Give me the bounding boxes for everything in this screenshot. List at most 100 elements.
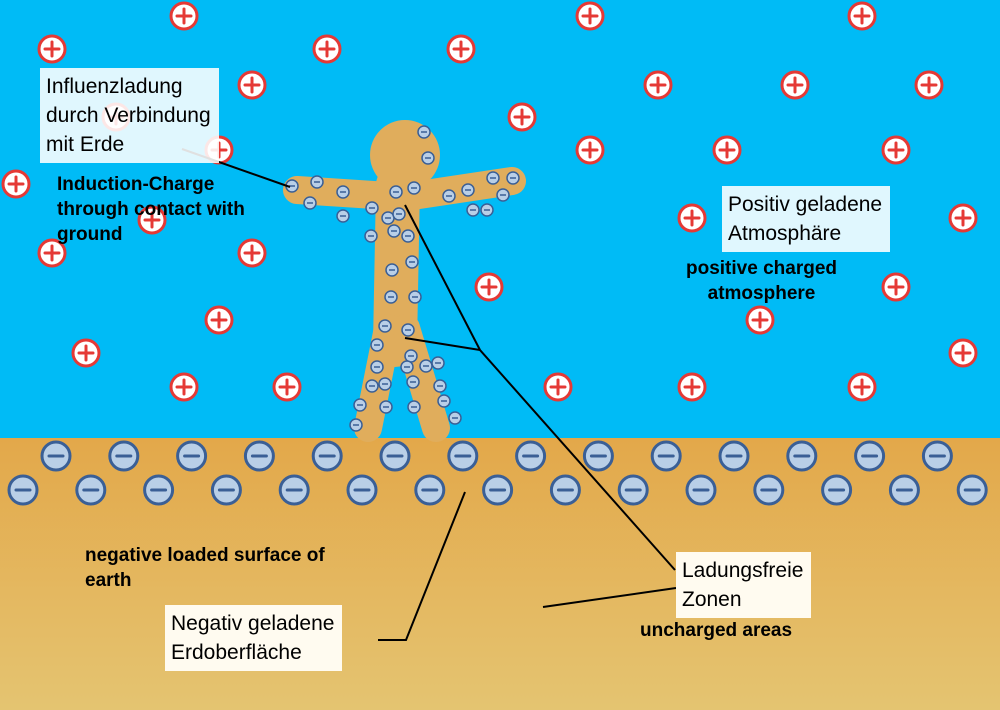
minus-charge-icon [486, 171, 500, 185]
body-negative-charges [285, 125, 520, 432]
plus-charge-icon [881, 272, 911, 302]
plus-charge-icon [272, 372, 302, 402]
minus-charge-icon [448, 411, 462, 425]
minus-charge-icon [549, 474, 581, 506]
minus-charge-icon [401, 323, 415, 337]
plus-charge-icon [137, 205, 167, 235]
minus-charge-icon [447, 440, 479, 472]
plus-charge-icon [575, 1, 605, 31]
ground-negative-charges [7, 440, 988, 506]
minus-charge-icon [921, 440, 953, 472]
minus-charge-icon [414, 474, 446, 506]
minus-charge-icon [210, 474, 242, 506]
label-positive-charged-atmosphere: positive charged atmosphere [686, 258, 837, 304]
pointer-line [542, 587, 677, 608]
plus-charge-icon [643, 70, 673, 100]
minus-charge-icon [389, 185, 403, 199]
plus-charge-icon [71, 338, 101, 368]
minus-charge-icon [365, 379, 379, 393]
minus-charge-icon [417, 125, 431, 139]
minus-charge-icon [854, 440, 886, 472]
plus-charge-icon [712, 135, 742, 165]
plus-charge-icon [312, 34, 342, 64]
minus-charge-icon [378, 319, 392, 333]
plus-charge-icon [237, 70, 267, 100]
minus-charge-icon [385, 263, 399, 277]
plus-charge-icon [37, 34, 67, 64]
minus-charge-icon [387, 224, 401, 238]
minus-charge-icon [364, 229, 378, 243]
minus-charge-icon [482, 474, 514, 506]
plus-charge-icon [446, 34, 476, 64]
minus-charge-icon [311, 440, 343, 472]
minus-charge-icon [370, 338, 384, 352]
minus-charge-icon [786, 440, 818, 472]
minus-charge-icon [176, 440, 208, 472]
label-negativ-geladene-erdoberflaeche: Negativ geladene Erdoberfläche [165, 605, 343, 671]
minus-charge-icon [379, 400, 393, 414]
minus-charge-icon [378, 377, 392, 391]
plus-charge-icon [1, 169, 31, 199]
minus-charge-icon [381, 211, 395, 225]
minus-charge-icon [515, 440, 547, 472]
plus-charge-icon [847, 372, 877, 402]
minus-charge-icon [400, 360, 414, 374]
plus-charge-icon [169, 372, 199, 402]
minus-charge-icon [379, 440, 411, 472]
label-uncharged-areas: uncharged areas [640, 620, 793, 641]
plus-charge-icon [847, 1, 877, 31]
minus-charge-icon [753, 474, 785, 506]
minus-charge-icon [617, 474, 649, 506]
minus-charge-icon [404, 349, 418, 363]
minus-charge-icon [401, 229, 415, 243]
minus-charge-icon [956, 474, 988, 506]
minus-charge-icon [433, 379, 447, 393]
minus-charge-icon [243, 440, 275, 472]
label-induction-charge: Induction-Charge through contact with gr… [57, 174, 245, 245]
minus-charge-icon [75, 474, 107, 506]
plus-charge-icon [507, 102, 537, 132]
plus-charge-icon [169, 1, 199, 31]
minus-charge-icon [408, 290, 422, 304]
minus-charge-icon [346, 474, 378, 506]
plus-charge-icon [237, 238, 267, 268]
label-negative-loaded-surface: negative loaded surface of earth [85, 545, 325, 591]
pointer-line [378, 491, 466, 641]
label-influenzladung: Influenzladung durch Verbindung mit Erde [40, 68, 219, 163]
plus-charge-icon [37, 238, 67, 268]
minus-charge-icon [406, 375, 420, 389]
minus-charge-icon [685, 474, 717, 506]
minus-charge-icon [108, 440, 140, 472]
plus-charge-icon [745, 305, 775, 335]
minus-charge-icon [461, 183, 475, 197]
minus-charge-icon [143, 474, 175, 506]
minus-charge-icon [480, 203, 494, 217]
plus-charge-icon [948, 203, 978, 233]
plus-charge-icon [575, 135, 605, 165]
plus-charge-icon [543, 372, 573, 402]
positive-charges [1, 1, 978, 402]
minus-charge-icon [392, 207, 406, 221]
minus-charge-icon [650, 440, 682, 472]
minus-charge-icon [431, 356, 445, 370]
minus-charge-icon [7, 474, 39, 506]
minus-charge-icon [40, 440, 72, 472]
minus-charge-icon [582, 440, 614, 472]
plus-charge-icon [914, 70, 944, 100]
label-positiv-geladene-atmosphaere: Positiv geladene Atmosphäre [722, 186, 891, 252]
minus-charge-icon [336, 185, 350, 199]
minus-charge-icon [496, 188, 510, 202]
minus-charge-icon [407, 181, 421, 195]
minus-charge-icon [353, 398, 367, 412]
minus-charge-icon [821, 474, 853, 506]
plus-charge-icon [948, 338, 978, 368]
minus-charge-icon [349, 418, 363, 432]
minus-charge-icon [419, 359, 433, 373]
minus-charge-icon [278, 474, 310, 506]
minus-charge-icon [466, 203, 480, 217]
plus-charge-icon [677, 372, 707, 402]
plus-charge-icon [780, 70, 810, 100]
minus-charge-icon [407, 400, 421, 414]
minus-charge-icon [506, 171, 520, 185]
